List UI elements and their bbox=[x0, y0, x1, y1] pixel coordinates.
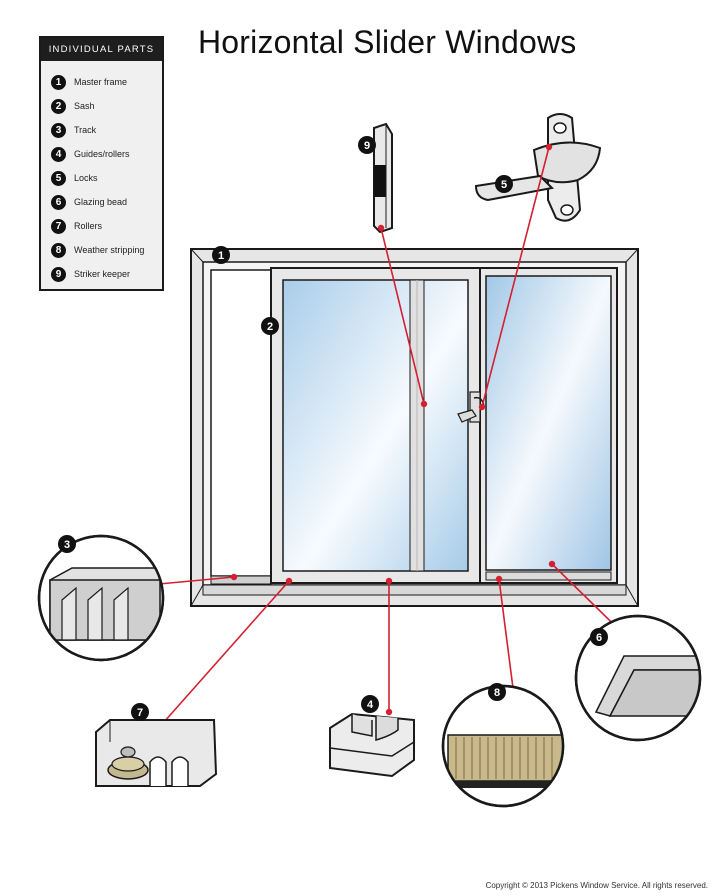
svg-text:3: 3 bbox=[64, 539, 70, 551]
leader-9 bbox=[380, 227, 425, 405]
legend-number: 1 bbox=[51, 74, 66, 90]
leader-7 bbox=[155, 580, 290, 732]
svg-text:2: 2 bbox=[267, 321, 273, 333]
open-opening bbox=[210, 269, 272, 585]
copyright-notice: Copyright © 2013 Pickens Window Service.… bbox=[485, 881, 708, 890]
callout-2: 2 bbox=[261, 317, 279, 335]
legend-label: Guides/rollers bbox=[74, 149, 130, 159]
legend-label: Sash bbox=[74, 101, 95, 111]
diagram-title: Horizontal Slider Windows bbox=[198, 24, 577, 60]
legend-label: Track bbox=[74, 125, 97, 135]
legend-label: Striker keeper bbox=[74, 269, 131, 279]
callout-9: 9 bbox=[358, 136, 376, 154]
legend-label: Locks bbox=[74, 173, 98, 183]
legend-number: 6 bbox=[51, 194, 66, 210]
legend-item-glazing-bead: 6 Glazing bead bbox=[51, 192, 127, 212]
svg-text:9: 9 bbox=[364, 140, 370, 152]
legend-item-locks: 5 Locks bbox=[51, 168, 98, 188]
callout-7: 7 bbox=[131, 703, 149, 721]
legend-item-master-frame: 1 Master frame bbox=[51, 72, 127, 92]
legend-item-rollers: 7 Rollers bbox=[51, 216, 102, 236]
legend-label: Rollers bbox=[74, 221, 103, 231]
callout-3: 3 bbox=[58, 535, 76, 553]
leader-8 bbox=[498, 578, 515, 697]
svg-text:7: 7 bbox=[137, 707, 143, 719]
legend-heading: INDIVIDUAL PARTS bbox=[41, 38, 162, 61]
weather-stripping-detail bbox=[441, 684, 565, 808]
fixed-sash bbox=[479, 267, 618, 584]
legend-label: Glazing bead bbox=[74, 197, 128, 207]
legend-number: 9 bbox=[51, 266, 66, 282]
legend-number: 3 bbox=[51, 122, 66, 138]
legend-item-striker-keeper: 9 Striker keeper bbox=[51, 264, 130, 284]
svg-text:8: 8 bbox=[494, 687, 500, 699]
glazing-bead-detail bbox=[574, 614, 702, 742]
legend-number: 5 bbox=[51, 170, 66, 186]
callout-4: 4 bbox=[361, 695, 379, 713]
leader-5 bbox=[481, 146, 550, 408]
svg-text:1: 1 bbox=[218, 250, 224, 262]
legend-item-sash: 2 Sash bbox=[51, 96, 95, 116]
lock-illustration bbox=[474, 113, 602, 222]
legend-number: 8 bbox=[51, 242, 66, 258]
sliding-sash bbox=[270, 267, 481, 584]
callout-5: 5 bbox=[495, 175, 513, 193]
track-detail bbox=[37, 534, 165, 662]
guide-roller-illustration bbox=[329, 712, 415, 778]
callout-1: 1 bbox=[212, 246, 230, 264]
legend-item-weather-stripping: 8 Weather stripping bbox=[51, 240, 144, 260]
callout-8: 8 bbox=[488, 683, 506, 701]
roller-illustration bbox=[95, 719, 218, 787]
svg-text:6: 6 bbox=[596, 632, 602, 644]
legend-label: Master frame bbox=[74, 77, 128, 87]
legend-number: 4 bbox=[51, 146, 66, 162]
callout-6: 6 bbox=[590, 628, 608, 646]
legend-number: 2 bbox=[51, 98, 66, 114]
legend-label: Weather stripping bbox=[74, 245, 145, 255]
sash-lock bbox=[457, 391, 485, 423]
svg-text:5: 5 bbox=[501, 179, 507, 191]
parts-legend: INDIVIDUAL PARTS 1 Master frame 2 Sash 3… bbox=[39, 36, 164, 291]
legend-item-guides-rollers: 4 Guides/rollers bbox=[51, 144, 130, 164]
svg-text:4: 4 bbox=[367, 699, 374, 711]
legend-number: 7 bbox=[51, 218, 66, 234]
striker-keeper-illustration bbox=[373, 122, 393, 234]
legend-item-track: 3 Track bbox=[51, 120, 96, 140]
leader-lines bbox=[126, 146, 645, 732]
